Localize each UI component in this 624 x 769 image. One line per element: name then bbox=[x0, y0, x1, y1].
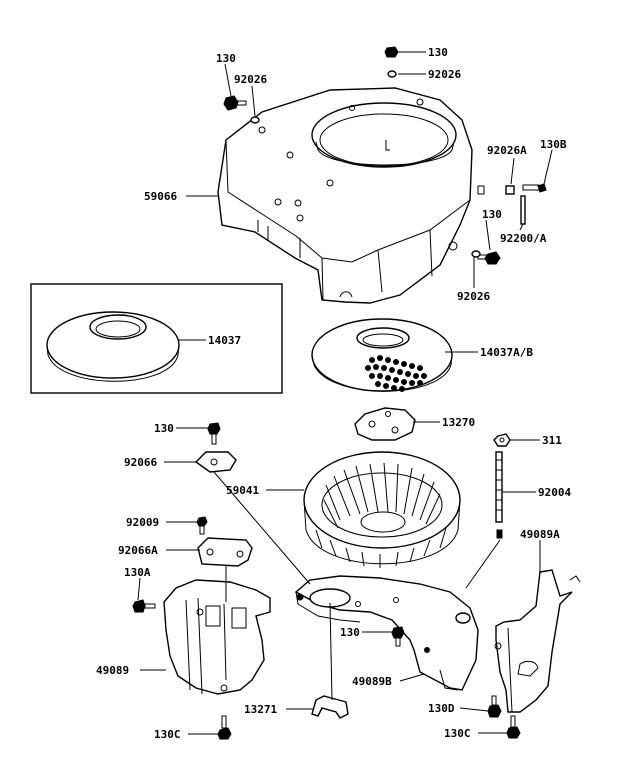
label-92026-top: 92026 bbox=[428, 68, 461, 81]
label-13271: 13271 bbox=[244, 703, 277, 716]
stud-92004 bbox=[495, 451, 503, 539]
label-130-top: 130 bbox=[428, 46, 448, 59]
label-130D: 130D bbox=[428, 702, 455, 715]
label-92026A: 92026A bbox=[487, 144, 527, 157]
part-14037-box bbox=[30, 283, 283, 394]
label-130A: 130A bbox=[124, 566, 151, 579]
baffle-49089B bbox=[294, 575, 479, 691]
nut-311 bbox=[493, 433, 511, 447]
label-14037AB: 14037A/B bbox=[480, 346, 533, 359]
label-130C-left: 130C bbox=[154, 728, 181, 741]
cover-49089A bbox=[494, 569, 581, 713]
leader-lines bbox=[137, 51, 553, 735]
fasteners bbox=[132, 46, 547, 740]
label-92200A: 92200/A bbox=[500, 232, 547, 245]
fan-59041 bbox=[303, 451, 461, 568]
cover-49089 bbox=[163, 579, 271, 695]
label-130C-right: 130C bbox=[444, 727, 471, 740]
label-92026-right: 92026 bbox=[457, 290, 490, 303]
label-92004: 92004 bbox=[538, 486, 571, 499]
label-92026-top-left: 92026 bbox=[234, 73, 267, 86]
label-13270: 13270 bbox=[442, 416, 475, 429]
label-130-right: 130 bbox=[482, 208, 502, 221]
label-130-mid: 130 bbox=[154, 422, 174, 435]
label-130B: 130B bbox=[540, 138, 567, 151]
screen-14037AB bbox=[311, 318, 453, 392]
label-59041: 59041 bbox=[226, 484, 259, 497]
label-92066A: 92066A bbox=[118, 544, 158, 557]
label-311: 311 bbox=[542, 434, 562, 447]
label-49089B: 49089B bbox=[352, 675, 392, 688]
label-49089A: 49089A bbox=[520, 528, 560, 541]
part-labels: 130 92026 130 92026 92026A 130B 59066 13… bbox=[96, 46, 571, 741]
blower-housing bbox=[217, 87, 485, 304]
label-130-top-left: 130 bbox=[216, 52, 236, 65]
label-92066: 92066 bbox=[124, 456, 157, 469]
label-59066: 59066 bbox=[144, 190, 177, 203]
clip-13271 bbox=[311, 695, 349, 719]
washer-92066 bbox=[194, 451, 237, 473]
label-130-lower: 130 bbox=[340, 626, 360, 639]
plate-92066A bbox=[197, 537, 253, 567]
label-49089: 49089 bbox=[96, 664, 129, 677]
label-14037: 14037 bbox=[208, 334, 241, 347]
label-92009: 92009 bbox=[126, 516, 159, 529]
plate-13270 bbox=[354, 407, 416, 441]
